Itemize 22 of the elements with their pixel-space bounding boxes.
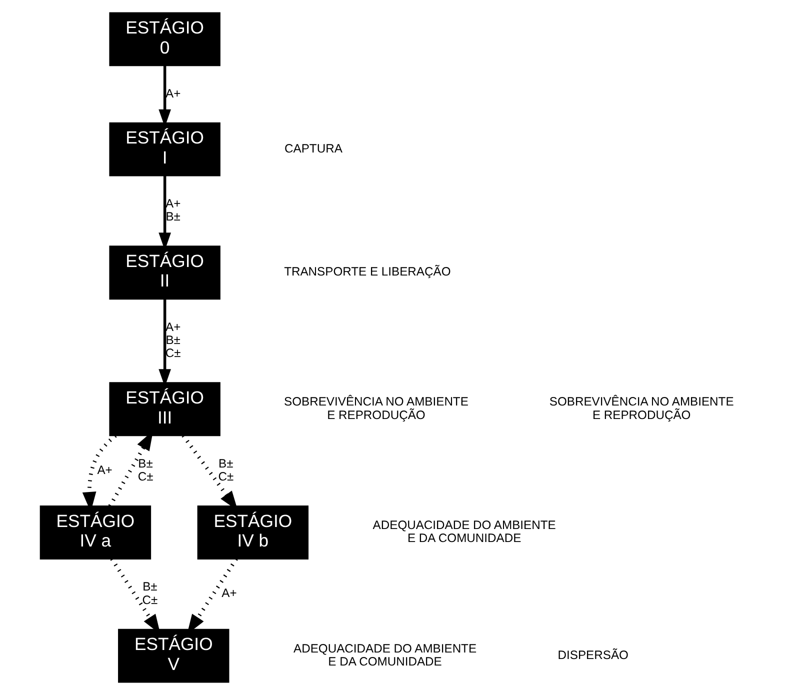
node-box: ESTÁGIO II [108,246,220,300]
edge-label: A+ B± [165,196,180,224]
edge-label: B± C± [218,456,234,484]
node-box: ESTÁGIO IV a [39,506,151,560]
edge-label: A+ [96,462,112,477]
label: ADEQUACIDADE DO AMBIENTE E DA COMUNIDADE [372,518,556,546]
label: CAPTURA [284,141,342,156]
label: SOBREVIVÊNCIA NO AMBIENTE E REPRODUÇÃO [548,394,734,422]
edge-label: B± C± [137,456,153,484]
edge-label: A+ [165,86,180,100]
label: DISPERSÃO [557,648,628,662]
label: TRANSPORTE E LIBERAÇÃO [284,264,450,279]
edge-label: B± C± [142,580,158,607]
node-box: ESTÁGIO IV b [196,506,308,560]
node-box: ESTÁGIO V [118,628,229,683]
node-box: ESTÁGIO III [108,382,220,436]
node-box: ESTÁGIO 0 [108,12,220,66]
label: ADEQUACIDADE DO AMBIENTE E DA COMUNIDADE [293,641,476,668]
edge-label: A+ [221,586,236,600]
node-box: ESTÁGIO I [108,122,220,176]
label: SOBREVIVÊNCIA NO AMBIENTE E REPRODUÇÃO [284,394,468,422]
edge-label: A+ B± C± [164,320,180,360]
